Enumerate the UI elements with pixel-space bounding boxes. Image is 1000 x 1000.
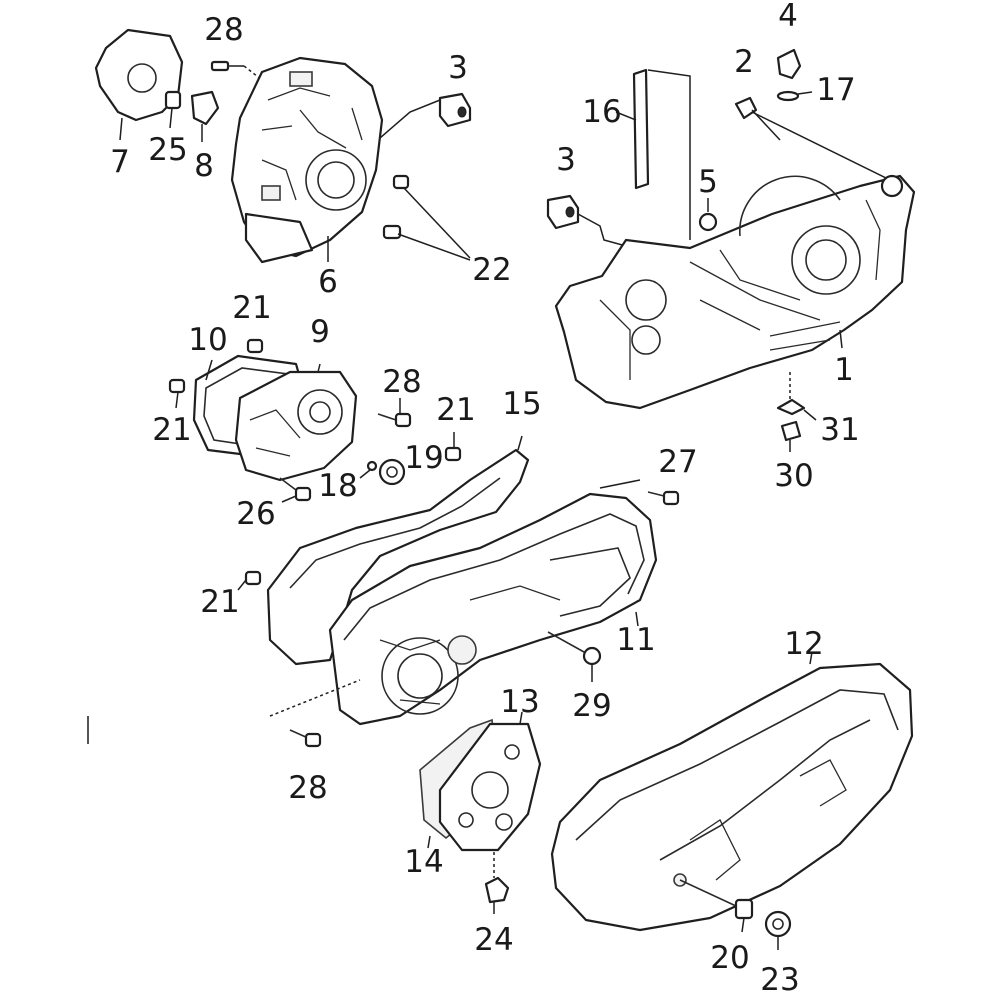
part-25-bolt bbox=[164, 90, 182, 129]
callout-6: 6 bbox=[318, 264, 338, 300]
part-29-bolt bbox=[547, 631, 602, 682]
callout-15: 15 bbox=[502, 386, 541, 422]
part-12-outer-cover bbox=[550, 651, 914, 932]
callout-12: 12 bbox=[784, 626, 823, 662]
part-7-cover-plate bbox=[94, 28, 184, 141]
part-1-crankcase-right bbox=[554, 174, 916, 410]
callout-11: 11 bbox=[616, 622, 655, 658]
part-20-bolt bbox=[679, 879, 754, 933]
part-21-pin-b bbox=[168, 378, 186, 409]
part-5-screw bbox=[698, 198, 718, 232]
callout-17: 17 bbox=[816, 72, 855, 108]
part-18-small-pin bbox=[359, 460, 378, 479]
part-30-drain-bolt bbox=[780, 372, 802, 452]
part-28-bolt-bottom bbox=[269, 679, 361, 748]
part-27-bolt bbox=[599, 479, 680, 506]
callout-14: 14 bbox=[404, 844, 443, 880]
callout-13: 13 bbox=[500, 684, 539, 720]
callout-30: 30 bbox=[774, 458, 813, 494]
callout-28-mid: 28 bbox=[382, 364, 421, 400]
callout-23: 23 bbox=[760, 962, 799, 998]
part-9-cover bbox=[234, 363, 358, 482]
callout-7: 7 bbox=[110, 144, 130, 180]
callout-20: 20 bbox=[710, 940, 749, 976]
part-11-transmission-cover bbox=[328, 492, 658, 726]
part-21-pin-d bbox=[237, 570, 262, 591]
callout-1: 1 bbox=[834, 352, 854, 388]
callout-24: 24 bbox=[474, 922, 513, 958]
callout-21-c: 21 bbox=[436, 392, 475, 428]
callout-28-top: 28 bbox=[204, 12, 243, 48]
part-26-bolt bbox=[279, 477, 312, 503]
callout-29: 29 bbox=[572, 688, 611, 724]
callout-2: 2 bbox=[734, 44, 754, 80]
leader-2-to-case bbox=[751, 111, 891, 181]
callout-5: 5 bbox=[698, 164, 718, 200]
part-31-washer bbox=[776, 398, 817, 421]
callout-18: 18 bbox=[318, 468, 357, 504]
part-17-washer bbox=[776, 90, 813, 102]
callout-10: 10 bbox=[188, 322, 227, 358]
part-21-pin-a bbox=[246, 338, 264, 354]
callout-4: 4 bbox=[778, 0, 798, 34]
crankcase-left-half bbox=[230, 56, 384, 264]
part-16-belt-strip bbox=[615, 68, 691, 240]
callout-19: 19 bbox=[404, 440, 443, 476]
callout-26: 26 bbox=[236, 496, 275, 532]
callout-21-a: 21 bbox=[232, 290, 271, 326]
callout-25: 25 bbox=[148, 132, 187, 168]
callout-28-bottom: 28 bbox=[288, 770, 327, 806]
callout-labels: 28 3 7 25 8 6 22 4 2 17 16 3 5 1 31 30 2… bbox=[110, 0, 860, 998]
callout-27: 27 bbox=[658, 444, 697, 480]
part-2-plug bbox=[734, 96, 781, 141]
part-23-cap bbox=[764, 910, 792, 950]
part-4-cap bbox=[776, 48, 802, 80]
callout-9: 9 bbox=[310, 314, 330, 350]
callout-3-right: 3 bbox=[556, 142, 576, 178]
part-21-pin-c bbox=[444, 432, 462, 462]
callout-16: 16 bbox=[582, 94, 621, 130]
part-8-bracket bbox=[190, 90, 220, 142]
part-24-nut bbox=[484, 852, 510, 914]
part-13-plate-front bbox=[438, 711, 542, 852]
callout-3-top: 3 bbox=[448, 50, 468, 86]
callout-21-d: 21 bbox=[200, 584, 239, 620]
callout-22: 22 bbox=[472, 252, 511, 288]
callout-21-b: 21 bbox=[152, 412, 191, 448]
part-19-gear bbox=[378, 458, 406, 486]
part-15-gasket bbox=[266, 435, 530, 666]
part-3-bushing-right bbox=[546, 194, 627, 247]
part-28-bolt-top bbox=[210, 60, 263, 81]
part-3-bushing-top bbox=[379, 92, 472, 139]
part-22-dowel-pins bbox=[382, 174, 471, 261]
callout-8: 8 bbox=[194, 148, 214, 184]
callout-31: 31 bbox=[820, 412, 859, 448]
part-28-bolt-mid bbox=[377, 398, 412, 428]
